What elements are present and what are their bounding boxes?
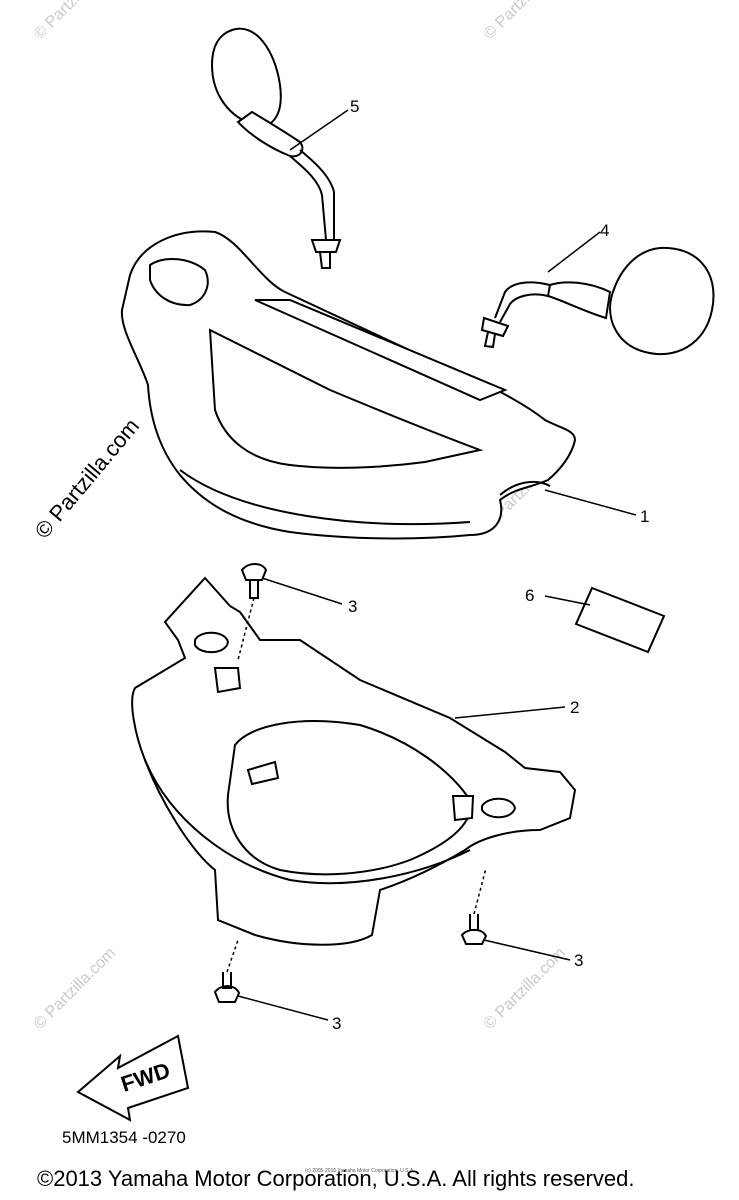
callout-2: 2 xyxy=(570,698,579,717)
leader-4 xyxy=(547,231,601,273)
leader-3-right xyxy=(483,939,571,961)
copyright-notice: ©2013 Yamaha Motor Corporation, U.S.A. A… xyxy=(37,1166,635,1191)
upper-cover-outline xyxy=(120,230,577,540)
watermark-top-right: © Partzilla.com xyxy=(481,0,569,43)
leader-5 xyxy=(289,109,349,151)
lower-cover-rim xyxy=(144,759,471,885)
leader-3-dashed-bottom xyxy=(226,939,239,973)
callout-4: 4 xyxy=(600,221,609,240)
callout-5: 5 xyxy=(350,97,359,116)
screw-right-part-3[interactable] xyxy=(460,914,488,945)
lower-cover-inner-tray xyxy=(226,720,472,876)
upper-cover-left-grip xyxy=(149,258,209,307)
watermark-bottom-left: © Partzilla.com xyxy=(31,945,119,1033)
callout-6: 6 xyxy=(525,586,534,605)
mirror-right-bolt xyxy=(480,316,510,349)
lower-cover-clip-right xyxy=(451,795,475,822)
callout-3-top: 3 xyxy=(348,597,357,616)
lower-cover-clip-left xyxy=(213,667,242,694)
screw-bottom-part-3[interactable] xyxy=(213,972,241,1003)
fwd-arrow: FWD xyxy=(76,1034,190,1122)
callout-labels: 1 2 3 3 3 4 5 6 xyxy=(332,97,649,1033)
mirror-left-stem xyxy=(289,149,335,241)
watermark-top-left: © Partzilla.com xyxy=(31,0,119,43)
upper-cover-trim xyxy=(179,469,471,526)
leader-6 xyxy=(544,595,591,606)
lower-cover-boss-left xyxy=(194,631,230,654)
fwd-arrow-icon xyxy=(76,1034,190,1122)
leader-lines xyxy=(226,109,637,1021)
upper-cover-panel xyxy=(208,328,484,469)
callout-3-right: 3 xyxy=(574,951,583,970)
part-code: 5MM1354 -0270 xyxy=(62,1128,186,1147)
upper-cover-right-edge xyxy=(499,480,551,496)
mirror-right-head xyxy=(609,246,715,356)
leader-1 xyxy=(544,489,637,516)
mirror-left-bolt xyxy=(310,239,342,269)
leader-3-dashed-right xyxy=(473,867,487,915)
lower-handlebar-cover-part-2[interactable] xyxy=(131,576,577,946)
leader-3-dashed-top xyxy=(237,597,255,661)
leader-3-top xyxy=(261,577,343,605)
mirror-left-part-5[interactable] xyxy=(210,27,342,269)
leader-3-bottom xyxy=(237,995,329,1021)
callout-3-bottom: 3 xyxy=(332,1014,341,1033)
upper-handlebar-cover-part-1[interactable] xyxy=(120,230,577,540)
small-credit: (c) 2005-2016 Yamaha Motor Corporation, … xyxy=(305,1168,415,1174)
watermark-main: © Partzilla.com xyxy=(30,414,144,544)
mirror-right-boot xyxy=(546,281,612,320)
leader-2 xyxy=(454,706,566,719)
lower-cover-tab xyxy=(246,760,280,786)
upper-cover-window xyxy=(254,299,508,402)
mirror-left-head xyxy=(210,27,282,127)
screw-top-part-3[interactable] xyxy=(240,563,268,599)
callout-1: 1 xyxy=(640,507,649,526)
label-sticker-part-6[interactable] xyxy=(574,586,666,654)
watermark-bottom-right: © Partzilla.com xyxy=(481,945,569,1033)
mirror-right-stem xyxy=(494,281,551,323)
lower-cover-boss-right xyxy=(481,797,517,819)
mirror-right-part-4[interactable] xyxy=(480,246,715,356)
